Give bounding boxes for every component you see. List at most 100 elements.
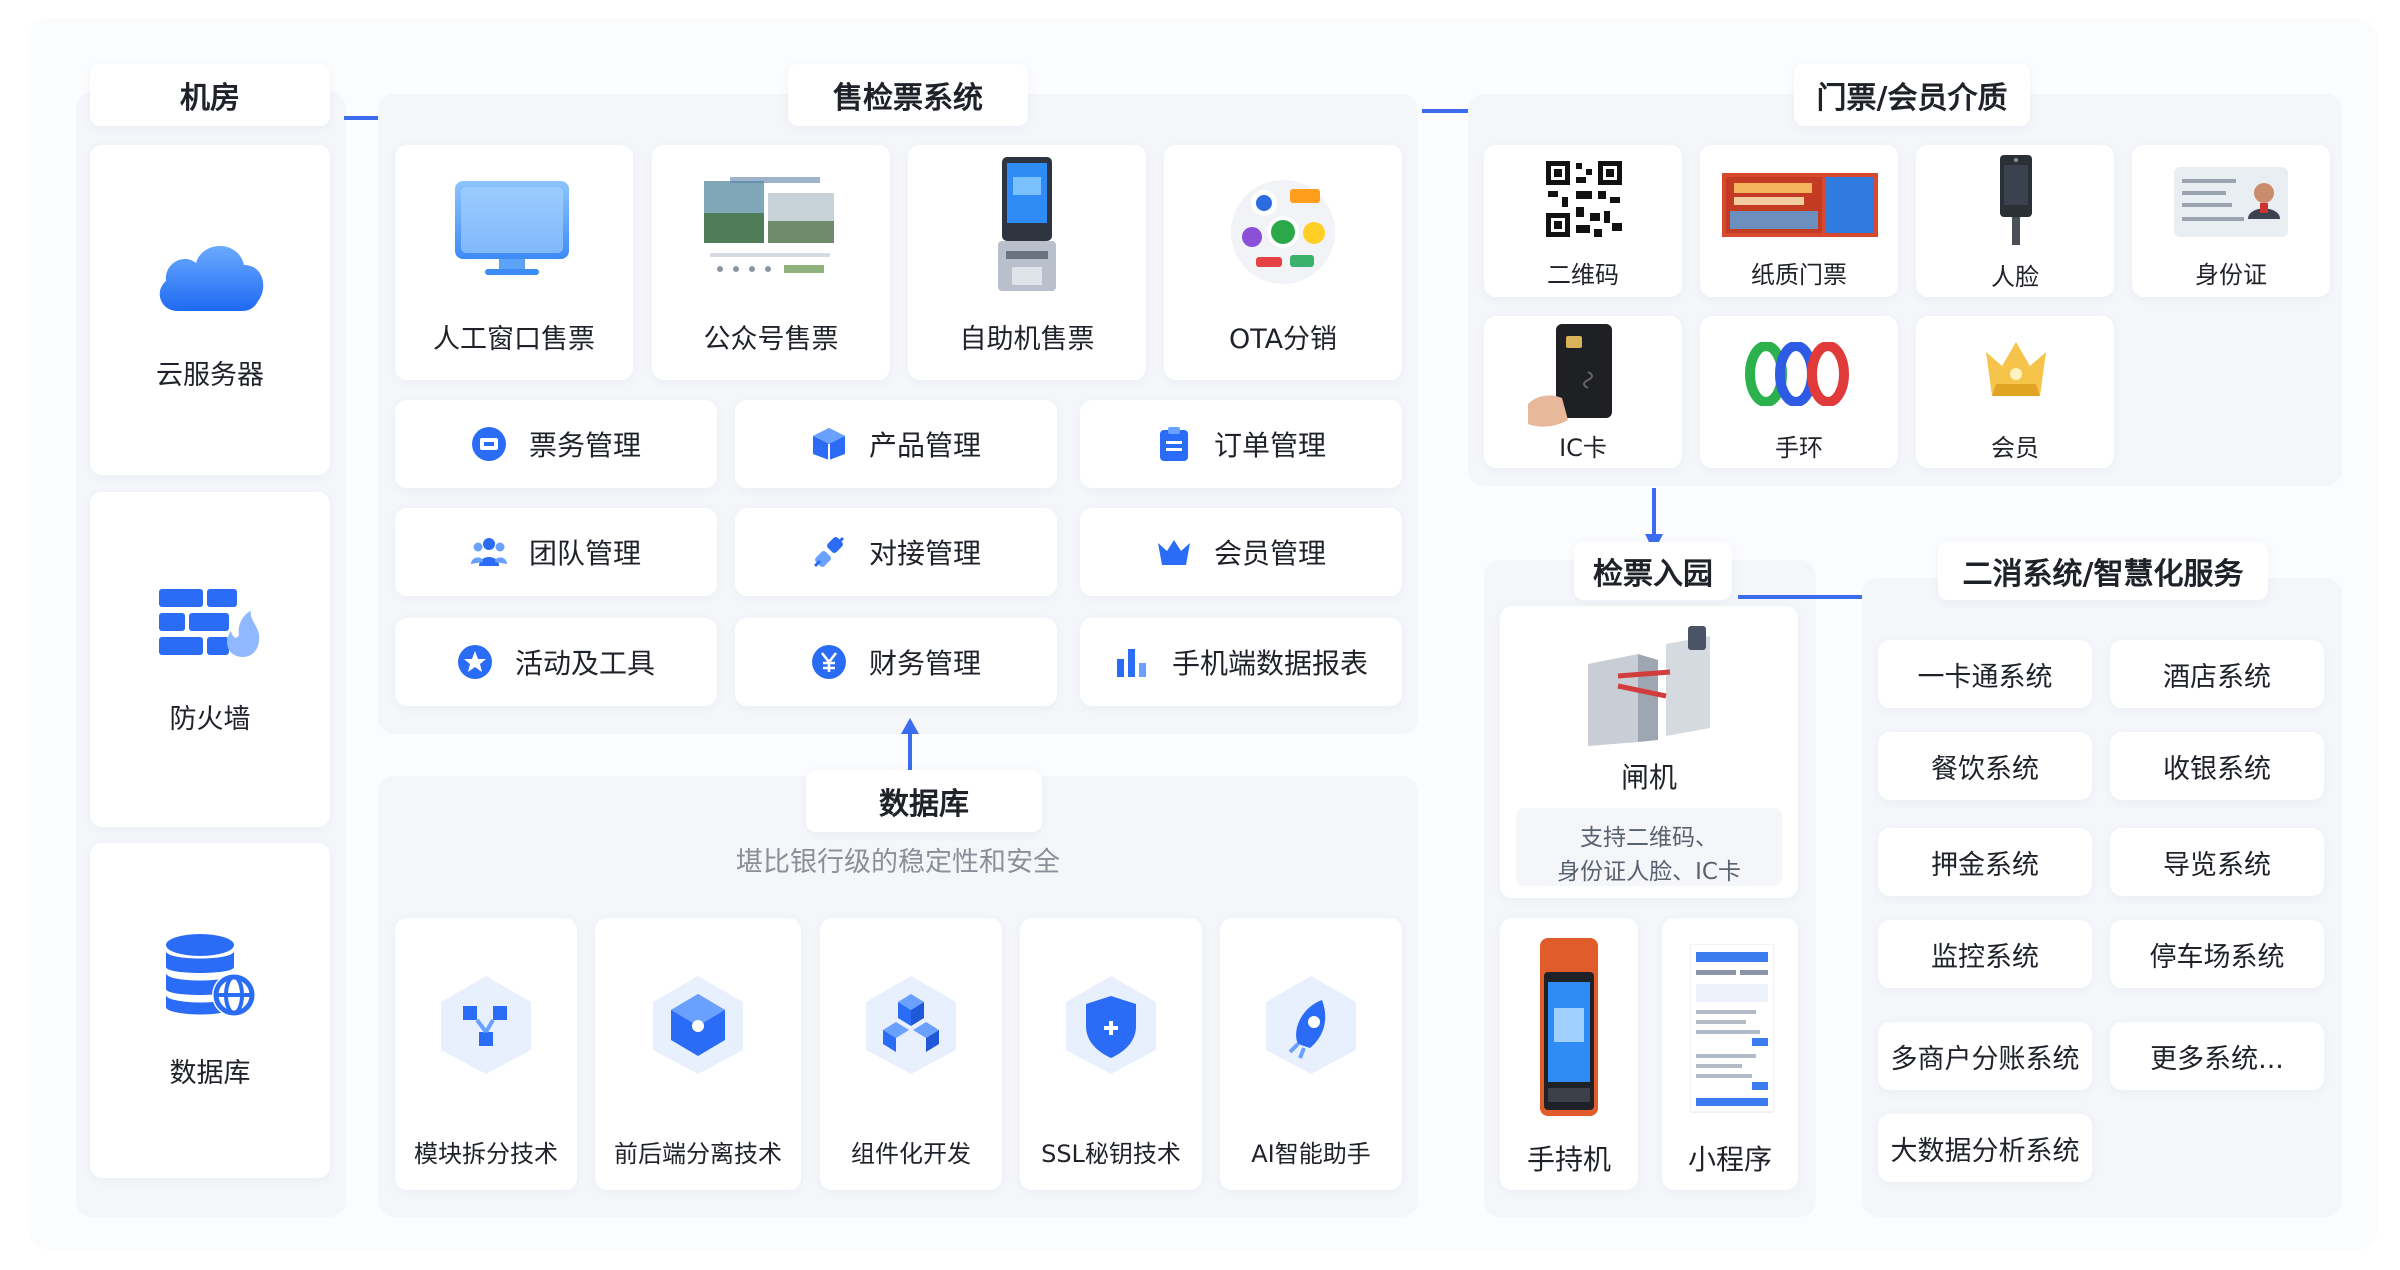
miniapp-screen-icon [1689, 943, 1775, 1118]
module-integration-mgmt[interactable]: 对接管理 [735, 508, 1057, 596]
face-device-icon [1996, 155, 2036, 253]
secondary-system-item[interactable]: 一卡通系统 [1878, 640, 2092, 708]
server-card: 云服务器 [90, 145, 330, 475]
gate-device-card: 闸机 支持二维码、 身份证人脸、IC卡 [1500, 606, 1798, 898]
server-label: 云服务器 [156, 359, 264, 391]
kiosk-icon [994, 155, 1060, 299]
database-icon [160, 931, 260, 1025]
module-ticket-label: 票务管理 [528, 429, 641, 462]
secondary-system-item[interactable]: 押金系统 [1878, 828, 2092, 896]
firewall-icon [155, 583, 265, 667]
id-card-icon [2174, 167, 2288, 241]
media-member-label: 会员 [1991, 434, 2039, 462]
media-member-card: 会员 [1916, 316, 2114, 468]
media-idcard-card: 身份证 [2132, 145, 2330, 297]
secondary-system-item[interactable]: 更多系统... [2110, 1022, 2324, 1090]
cube-icon [811, 426, 847, 462]
module-activity-label: 活动及工具 [514, 647, 655, 680]
database-title: 数据库 [806, 770, 1042, 832]
module-order-mgmt[interactable]: 订单管理 [1080, 400, 1402, 488]
tech-components-label: 组件化开发 [851, 1140, 971, 1168]
tech-module-split-card: 模块拆分技术 [395, 918, 577, 1190]
channel-wechat-label: 公众号售票 [703, 324, 839, 355]
ai-assistant-icon [1258, 972, 1364, 1082]
media-face-label: 人脸 [1991, 263, 2039, 291]
tech-components-card: 组件化开发 [820, 918, 1002, 1190]
secondary-system-item[interactable]: 多商户分账系统 [1878, 1022, 2092, 1090]
secondary-system-item[interactable]: 酒店系统 [2110, 640, 2324, 708]
tech-ssl-label: SSL秘钥技术 [1041, 1140, 1181, 1168]
tech-ai-card: AI智能助手 [1220, 918, 1402, 1190]
firewall-label: 防火墙 [169, 704, 251, 735]
clipboard-icon [1156, 426, 1192, 462]
machine-room-title: 机房 [90, 64, 330, 126]
module-team-mgmt[interactable]: 团队管理 [395, 508, 717, 596]
media-qr-label: 二维码 [1547, 261, 1619, 289]
star-icon [457, 644, 493, 680]
module-product-label: 产品管理 [868, 429, 981, 462]
handheld-label: 手持机 [1526, 1143, 1611, 1176]
gate-support-box [1516, 808, 1782, 886]
module-finance-label: 财务管理 [868, 647, 981, 680]
components-icon [858, 972, 964, 1082]
media-paper-card: 纸质门票 [1700, 145, 1898, 297]
module-product-mgmt[interactable]: 产品管理 [735, 400, 1057, 488]
module-member-label: 会员管理 [1213, 537, 1326, 570]
miniapp-label: 小程序 [1687, 1143, 1772, 1176]
ic-card-icon [1528, 324, 1624, 438]
ota-logos-icon [1226, 175, 1340, 293]
secondary-system-item[interactable]: 监控系统 [1878, 920, 2092, 988]
secondary-system-item[interactable]: 餐饮系统 [1878, 732, 2092, 800]
db-server-card: 数据库 [90, 843, 330, 1178]
tech-ssl-card: SSL秘钥技术 [1020, 918, 1202, 1190]
wristband-icon [1744, 341, 1854, 410]
monitor-icon [447, 175, 577, 289]
module-integration-label: 对接管理 [868, 537, 981, 570]
module-ticket-mgmt[interactable]: 票务管理 [395, 400, 717, 488]
media-wristband-label: 手环 [1775, 434, 1823, 462]
module-mobile-reports-label: 手机端数据报表 [1171, 647, 1368, 680]
secondary-system-item[interactable]: 导览系统 [2110, 828, 2324, 896]
media-iccard-label: IC卡 [1559, 434, 1607, 462]
channel-window-label: 人工窗口售票 [433, 324, 595, 355]
tech-module-split-label: 模块拆分技术 [414, 1140, 558, 1168]
crown-icon [1156, 534, 1192, 570]
secondary-system-item[interactable]: 收银系统 [2110, 732, 2324, 800]
media-iccard-card: IC卡 [1484, 316, 1682, 468]
gate-support-line2: 身份证人脸、IC卡 [1557, 859, 1741, 885]
secondary-system-item[interactable]: 大数据分析系统 [1878, 1114, 2092, 1182]
channel-ota-card: OTA分销 [1164, 145, 1402, 380]
module-finance-mgmt[interactable]: 财务管理 [735, 618, 1057, 706]
arrow-db-to-ticketing [901, 718, 919, 772]
turnstile-icon [1578, 624, 1718, 752]
miniapp-card: 小程序 [1662, 918, 1798, 1190]
module-split-icon [433, 972, 539, 1082]
channel-ota-label: OTA分销 [1228, 324, 1338, 355]
ssl-shield-icon [1058, 972, 1164, 1082]
media-idcard-label: 身份证 [2195, 261, 2267, 289]
firewall-card: 防火墙 [90, 492, 330, 827]
gate-title: 检票入园 [1574, 542, 1732, 600]
media-face-card: 人脸 [1916, 145, 2114, 297]
tech-ai-label: AI智能助手 [1251, 1140, 1371, 1168]
module-mobile-reports[interactable]: 手机端数据报表 [1080, 618, 1402, 706]
module-order-label: 订单管理 [1213, 429, 1326, 462]
media-wristband-card: 手环 [1700, 316, 1898, 468]
secondary-system-item[interactable]: 停车场系统 [2110, 920, 2324, 988]
channel-kiosk-card: 自助机售票 [908, 145, 1146, 380]
frontend-backend-icon [645, 972, 751, 1082]
module-activity-tools[interactable]: 活动及工具 [395, 618, 717, 706]
module-member-mgmt[interactable]: 会员管理 [1080, 508, 1402, 596]
handheld-card: 手持机 [1500, 918, 1638, 1190]
team-icon [470, 534, 507, 570]
gate-device-label: 闸机 [1620, 761, 1677, 794]
cloud-icon [150, 229, 270, 323]
qr-code-icon [1546, 161, 1622, 241]
gate-support-line1: 支持二维码、 [1580, 825, 1718, 851]
member-crown-icon [1982, 338, 2050, 406]
wechat-page-icon [700, 173, 840, 287]
bar-chart-icon [1114, 644, 1150, 680]
yen-icon [811, 644, 847, 680]
media-qr-card: 二维码 [1484, 145, 1682, 297]
db-server-label: 数据库 [169, 1058, 251, 1089]
